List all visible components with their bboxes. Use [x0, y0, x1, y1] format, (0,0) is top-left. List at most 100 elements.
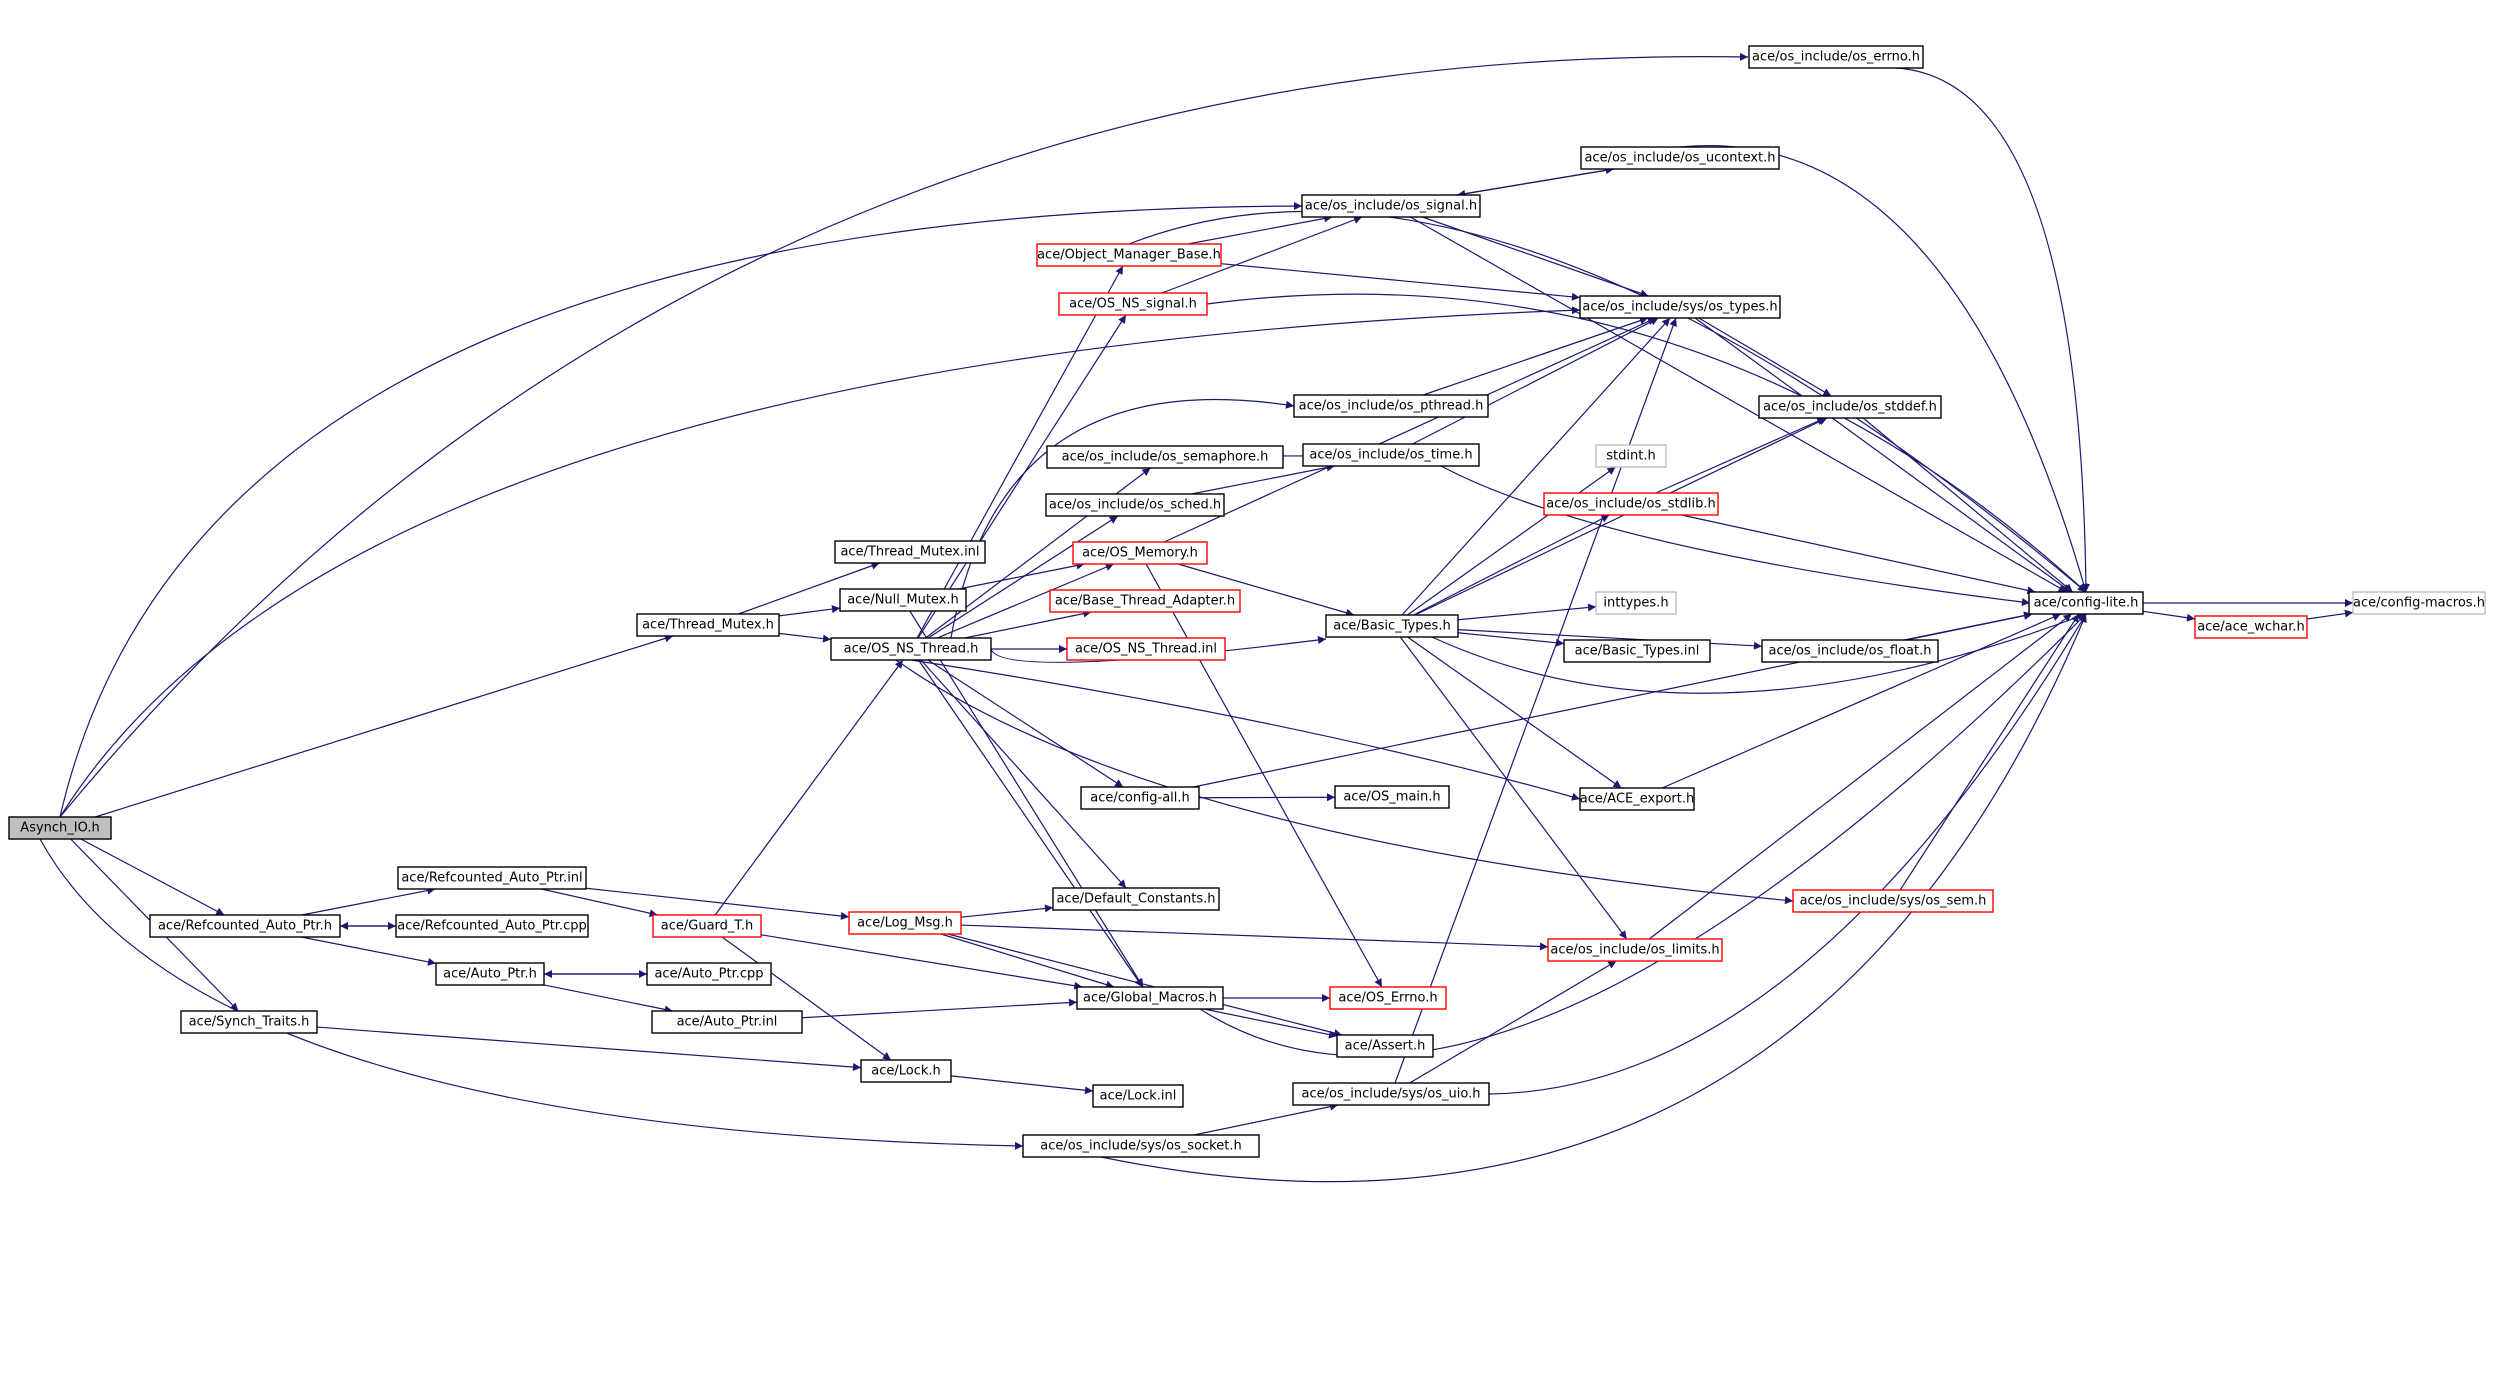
node-box[interactable] — [1758, 395, 1942, 419]
node-os-memory-h[interactable]: ace/OS_Memory.h — [1072, 541, 1208, 565]
node-box[interactable] — [1334, 785, 1450, 809]
node-box[interactable] — [435, 962, 545, 986]
node-object-manager-base-h[interactable]: ace/Object_Manager_Base.h — [1036, 243, 1222, 267]
node-box[interactable] — [651, 1010, 803, 1034]
node-os-uio-h[interactable]: ace/os_include/sys/os_uio.h — [1292, 1082, 1490, 1106]
node-box[interactable] — [1580, 146, 1780, 170]
node-refcounted-auto-ptr-cpp[interactable]: ace/Refcounted_Auto_Ptr.cpp — [395, 914, 589, 938]
node-box[interactable] — [1049, 589, 1241, 613]
node-box[interactable] — [1595, 444, 1667, 468]
node-os-stdlib-h[interactable]: ace/os_include/os_stdlib.h — [1543, 492, 1719, 516]
node-box[interactable] — [2028, 591, 2144, 615]
node-box[interactable] — [1076, 986, 1224, 1010]
node-box[interactable] — [1748, 45, 1924, 69]
node-ace-export-h[interactable]: ace/ACE_export.h — [1579, 787, 1695, 811]
node-os-time-h[interactable]: ace/os_include/os_time.h — [1302, 443, 1480, 467]
node-box[interactable] — [839, 588, 967, 612]
node-lock-inl[interactable]: ace/Lock.inl — [1092, 1084, 1184, 1108]
node-os-types-h[interactable]: ace/os_include/sys/os_types.h — [1579, 295, 1781, 319]
node-os-ns-thread-inl[interactable]: ace/OS_NS_Thread.inl — [1066, 637, 1226, 661]
node-box[interactable] — [1302, 443, 1480, 467]
node-ace-wchar-h[interactable]: ace/ace_wchar.h — [2194, 615, 2308, 639]
node-box[interactable] — [2352, 591, 2486, 615]
node-box[interactable] — [636, 613, 780, 637]
node-box[interactable] — [834, 540, 986, 564]
node-assert-h[interactable]: ace/Assert.h — [1336, 1034, 1434, 1058]
node-box[interactable] — [1325, 614, 1459, 638]
node-os-semaphore-h[interactable]: ace/os_include/os_semaphore.h — [1046, 445, 1284, 469]
node-box[interactable] — [1072, 541, 1208, 565]
node-box[interactable] — [149, 914, 341, 938]
node-box[interactable] — [652, 914, 762, 938]
node-box[interactable] — [2194, 615, 2308, 639]
node-os-pthread-h[interactable]: ace/os_include/os_pthread.h — [1293, 394, 1489, 418]
node-os-ns-signal-h[interactable]: ace/OS_NS_signal.h — [1058, 292, 1208, 316]
node-box[interactable] — [395, 914, 589, 938]
node-os-ns-thread-h[interactable]: ace/OS_NS_Thread.h — [830, 637, 992, 661]
node-log-msg-h[interactable]: ace/Log_Msg.h — [848, 911, 962, 935]
node-auto-ptr-cpp[interactable]: ace/Auto_Ptr.cpp — [646, 962, 772, 986]
node-thread-mutex-inl[interactable]: ace/Thread_Mutex.inl — [834, 540, 986, 564]
node-config-macros-h[interactable]: ace/config-macros.h — [2352, 591, 2486, 615]
node-auto-ptr-inl[interactable]: ace/Auto_Ptr.inl — [651, 1010, 803, 1034]
node-box[interactable] — [1293, 394, 1489, 418]
node-box[interactable] — [1022, 1134, 1260, 1158]
node-os-errno-h[interactable]: ace/os_include/os_errno.h — [1748, 45, 1924, 69]
node-thread-mutex-h[interactable]: ace/Thread_Mutex.h — [636, 613, 780, 637]
node-synch-traits-h[interactable]: ace/Synch_Traits.h — [180, 1010, 318, 1034]
node-base-thread-adapter-h[interactable]: ace/Base_Thread_Adapter.h — [1049, 589, 1241, 613]
node-box[interactable] — [1080, 786, 1200, 810]
node-os-float-h[interactable]: ace/os_include/os_float.h — [1761, 639, 1939, 663]
node-inttypes-h[interactable]: inttypes.h — [1595, 591, 1677, 615]
node-box[interactable] — [397, 866, 587, 890]
node-refcounted-auto-ptr-inl[interactable]: ace/Refcounted_Auto_Ptr.inl — [397, 866, 587, 890]
node-null-mutex-h[interactable]: ace/Null_Mutex.h — [839, 588, 967, 612]
node-config-all-h[interactable]: ace/config-all.h — [1080, 786, 1200, 810]
node-box[interactable] — [1579, 295, 1781, 319]
node-box[interactable] — [646, 962, 772, 986]
node-box[interactable] — [1301, 194, 1481, 218]
node-box[interactable] — [1579, 787, 1695, 811]
node-os-stddef-h[interactable]: ace/os_include/os_stddef.h — [1758, 395, 1942, 419]
node-box[interactable] — [1066, 637, 1226, 661]
node-guard-t-h[interactable]: ace/Guard_T.h — [652, 914, 762, 938]
node-os-socket-h[interactable]: ace/os_include/sys/os_socket.h — [1022, 1134, 1260, 1158]
node-box[interactable] — [848, 911, 962, 935]
node-box[interactable] — [1052, 887, 1220, 911]
node-stdint-h[interactable]: stdint.h — [1595, 444, 1667, 468]
node-default-constants-h[interactable]: ace/Default_Constants.h — [1052, 887, 1220, 911]
node-box[interactable] — [1761, 639, 1939, 663]
node-box[interactable] — [1092, 1084, 1184, 1108]
node-lock-h[interactable]: ace/Lock.h — [860, 1059, 952, 1083]
node-box[interactable] — [1792, 889, 1994, 913]
node-os-limits-h[interactable]: ace/os_include/os_limits.h — [1547, 938, 1723, 962]
node-asynch-io[interactable]: Asynch_IO.h — [8, 816, 112, 840]
node-box[interactable] — [8, 816, 112, 840]
node-basic-types-inl[interactable]: ace/Basic_Types.inl — [1563, 639, 1711, 663]
node-refcounted-auto-ptr-h[interactable]: ace/Refcounted_Auto_Ptr.h — [149, 914, 341, 938]
node-os-sem-h[interactable]: ace/os_include/sys/os_sem.h — [1792, 889, 1994, 913]
node-box[interactable] — [860, 1059, 952, 1083]
node-os-signal-h[interactable]: ace/os_include/os_signal.h — [1301, 194, 1481, 218]
node-box[interactable] — [1595, 591, 1677, 615]
node-box[interactable] — [1045, 493, 1225, 517]
node-box[interactable] — [1292, 1082, 1490, 1106]
node-os-errno-cap-h[interactable]: ace/OS_Errno.h — [1329, 986, 1447, 1010]
node-basic-types-h[interactable]: ace/Basic_Types.h — [1325, 614, 1459, 638]
node-box[interactable] — [1036, 243, 1222, 267]
node-auto-ptr-h[interactable]: ace/Auto_Ptr.h — [435, 962, 545, 986]
node-box[interactable] — [830, 637, 992, 661]
node-box[interactable] — [1563, 639, 1711, 663]
node-config-lite-h[interactable]: ace/config-lite.h — [2028, 591, 2144, 615]
node-box[interactable] — [1329, 986, 1447, 1010]
node-box[interactable] — [180, 1010, 318, 1034]
node-box[interactable] — [1058, 292, 1208, 316]
node-box[interactable] — [1543, 492, 1719, 516]
node-os-ucontext-h[interactable]: ace/os_include/os_ucontext.h — [1580, 146, 1780, 170]
node-box[interactable] — [1046, 445, 1284, 469]
node-os-main-h[interactable]: ace/OS_main.h — [1334, 785, 1450, 809]
node-global-macros-h[interactable]: ace/Global_Macros.h — [1076, 986, 1224, 1010]
node-box[interactable] — [1336, 1034, 1434, 1058]
node-os-sched-h[interactable]: ace/os_include/os_sched.h — [1045, 493, 1225, 517]
node-box[interactable] — [1547, 938, 1723, 962]
